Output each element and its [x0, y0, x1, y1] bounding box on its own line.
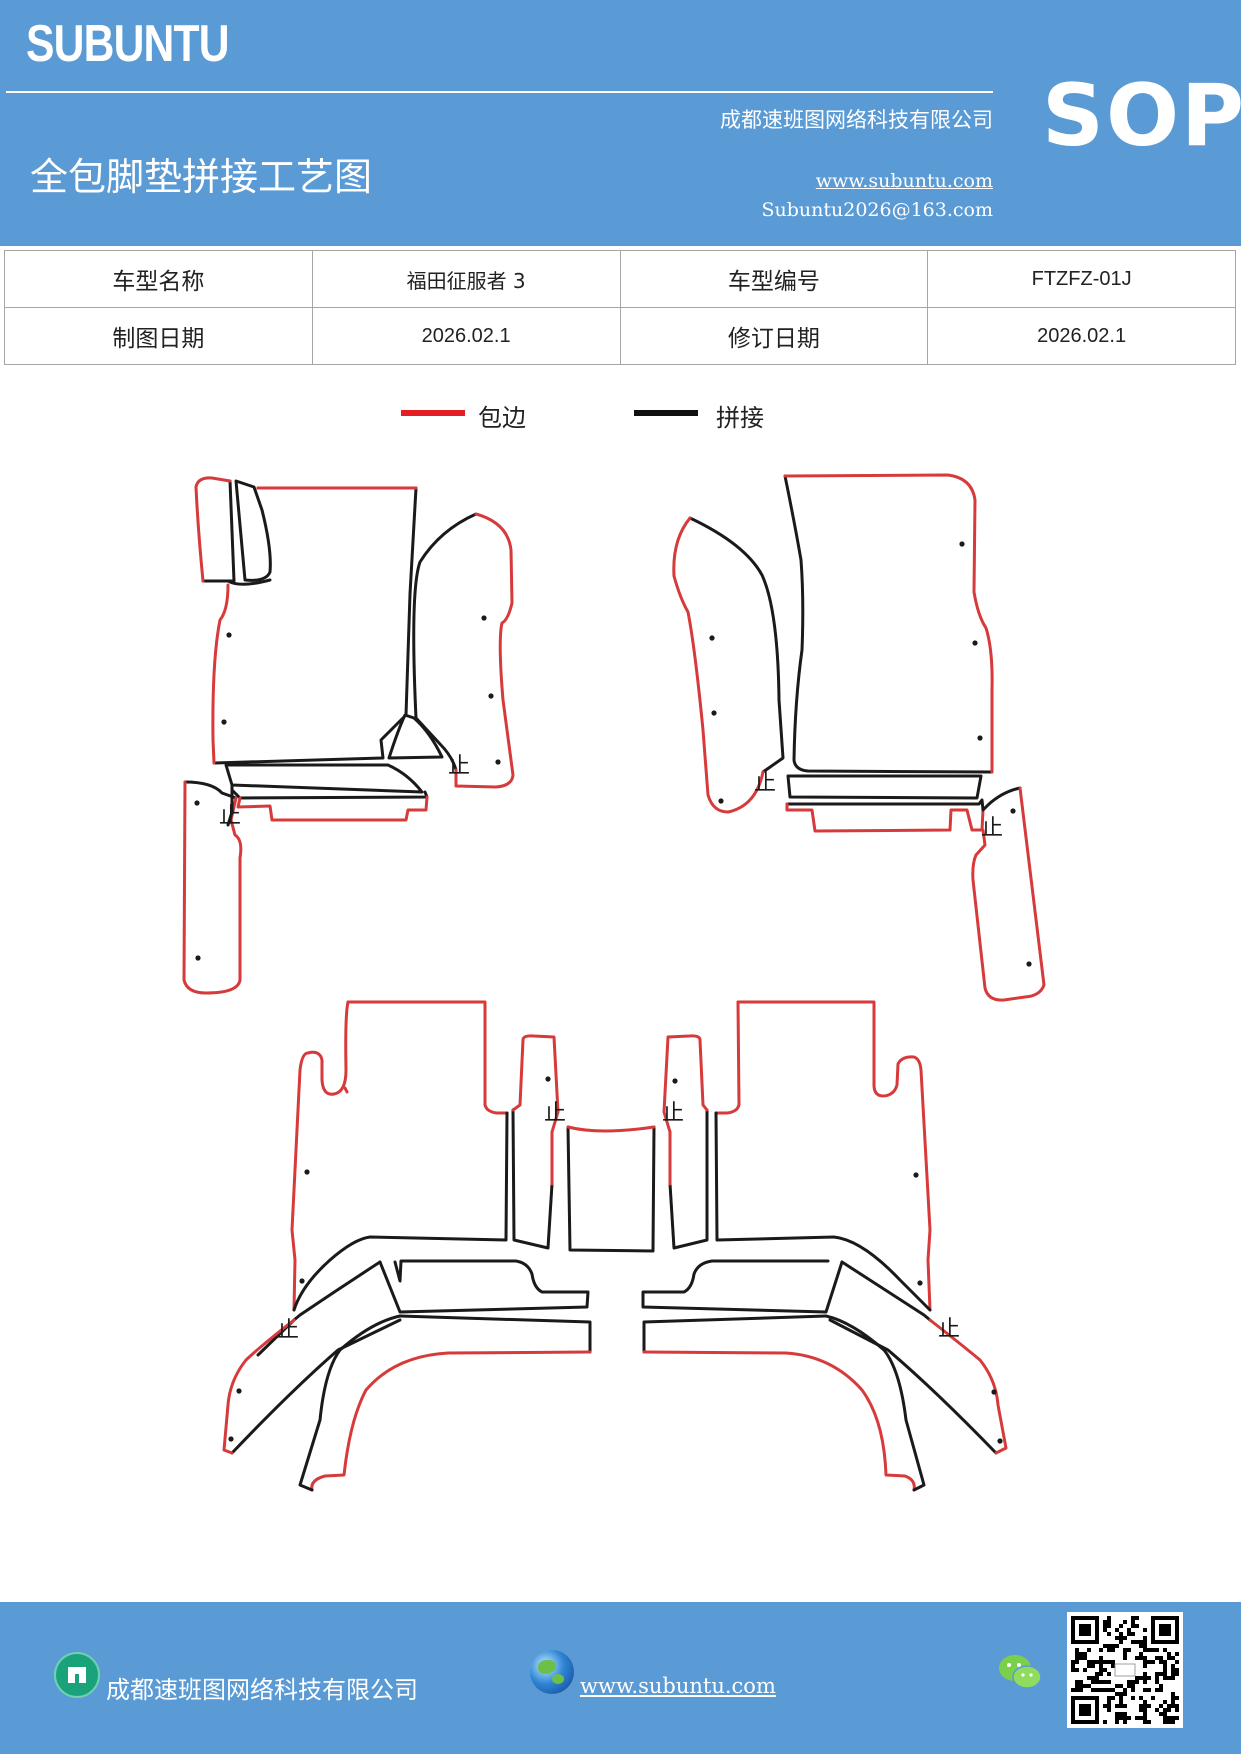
- mat-rear-right: [641, 1000, 1008, 1492]
- brand-logo: SUBUNTU: [26, 15, 230, 73]
- stop-mark: 止: [544, 1101, 566, 1126]
- table-row: 制图日期 2026.02.1 修订日期 2026.02.1: [4, 307, 1236, 365]
- qr-code: [1067, 1612, 1183, 1728]
- value-model-name: 福田征服者 3: [311, 250, 621, 308]
- stop-mark: 止: [754, 771, 776, 796]
- value-model-code: FTZFZ-01J: [927, 250, 1236, 308]
- stop-mark: 止: [981, 816, 1003, 841]
- floor-mat-drawing: 止 止 止 止 止 止 止 止: [182, 473, 1046, 1492]
- header-divider: [6, 91, 993, 93]
- legend-swatch-seam: [634, 410, 698, 416]
- page-title: 全包脚垫拼接工艺图: [30, 155, 373, 199]
- stop-mark: 止: [277, 1318, 299, 1343]
- info-table: 车型名称 福田征服者 3 车型编号 FTZFZ-01J 制图日期 2026.02…: [4, 250, 1236, 365]
- header-company: 成都速班图网络科技有限公司: [720, 108, 993, 132]
- wechat-icon[interactable]: [997, 1652, 1043, 1692]
- stop-mark: 止: [448, 754, 470, 779]
- building-icon: [54, 1652, 100, 1698]
- label-model-code: 车型编号: [619, 250, 929, 308]
- stop-mark: 止: [662, 1101, 684, 1126]
- legend-label-seam: 拼接: [716, 404, 764, 432]
- label-draw-date: 制图日期: [4, 307, 313, 365]
- value-revision-date: 2026.02.1: [927, 307, 1236, 365]
- value-draw-date: 2026.02.1: [311, 307, 621, 365]
- globe-icon: [530, 1650, 574, 1694]
- stop-mark: 止: [938, 1317, 960, 1342]
- header-website-link[interactable]: www.subuntu.com: [815, 170, 993, 192]
- footer-website-link[interactable]: www.subuntu.com: [580, 1674, 776, 1698]
- footer-banner: 成都速班图网络科技有限公司 www.subuntu.com: [0, 1602, 1241, 1754]
- header-banner: SUBUNTU 成都速班图网络科技有限公司 全包脚垫拼接工艺图 www.subu…: [0, 0, 1241, 246]
- stop-marks: 止 止 止 止 止 止 止 止: [219, 754, 1003, 1343]
- legend-label-edge: 包边: [478, 404, 526, 432]
- legend: 包边 拼接: [0, 400, 1241, 440]
- label-revision-date: 修订日期: [619, 307, 929, 365]
- mat-front-left: [182, 476, 515, 995]
- legend-swatch-edge: [401, 410, 465, 416]
- header-email: Subuntu2026@163.com: [761, 199, 993, 221]
- label-model-name: 车型名称: [4, 250, 313, 308]
- table-row: 车型名称 福田征服者 3 车型编号 FTZFZ-01J: [4, 250, 1236, 308]
- sop-badge: SOP: [1042, 66, 1241, 166]
- mat-rear-left: [222, 1000, 656, 1492]
- stop-mark: 止: [219, 804, 241, 829]
- footer-company: 成都速班图网络科技有限公司: [106, 1676, 418, 1704]
- mat-front-right: [672, 473, 1046, 1002]
